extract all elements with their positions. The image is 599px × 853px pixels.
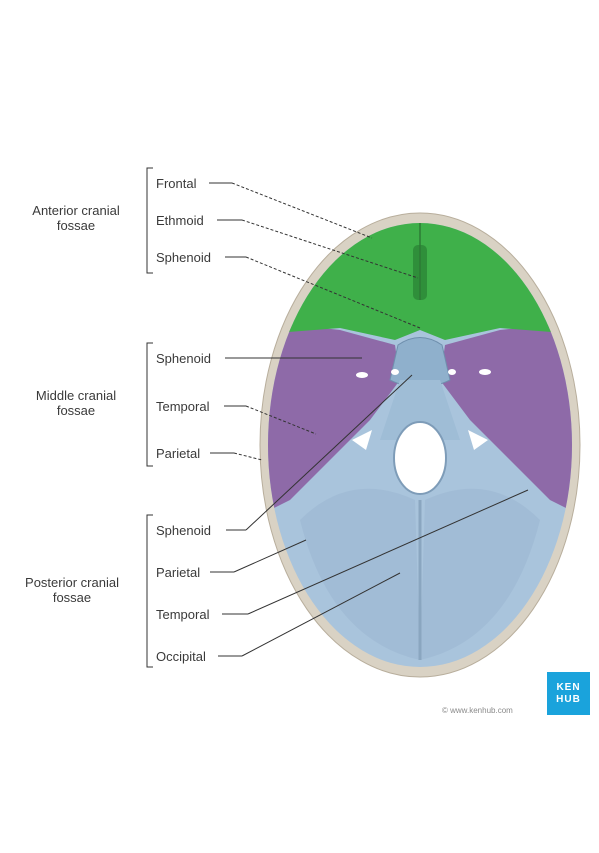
label-sphenoid-anterior: Sphenoid (156, 250, 211, 265)
label-temporal-middle: Temporal (156, 399, 210, 414)
label-frontal: Frontal (156, 176, 197, 191)
kenhub-logo: KEN HUB (547, 672, 590, 715)
copyright-credit: © www.kenhub.com (442, 706, 513, 715)
label-sphenoid-posterior: Sphenoid (156, 523, 211, 538)
group-label-middle: Middle cranial fossae (35, 388, 117, 418)
label-temporal-posterior: Temporal (156, 607, 210, 622)
label-parietal-posterior: Parietal (156, 565, 201, 580)
group-label-anterior: Anterior cranial fossae (32, 203, 120, 233)
middle-fossa-right (440, 320, 572, 520)
foramen-magnum (393, 421, 447, 495)
label-sphenoid-middle: Sphenoid (156, 351, 211, 366)
bracket-middle (146, 342, 153, 467)
label-ethmoid: Ethmoid (156, 213, 204, 228)
label-occipital: Occipital (156, 649, 206, 664)
middle-fossa-left (268, 320, 400, 520)
bracket-posterior (146, 514, 153, 668)
label-parietal-middle: Parietal (156, 446, 201, 461)
group-label-posterior: Posterior cranial fossae (25, 575, 119, 605)
bracket-anterior (146, 167, 153, 274)
